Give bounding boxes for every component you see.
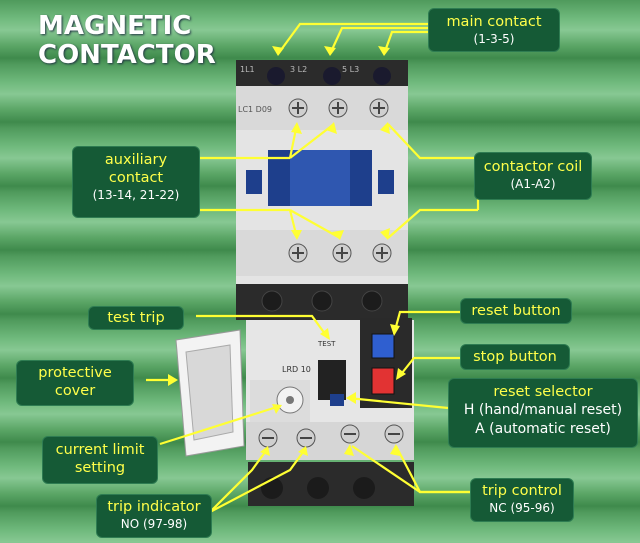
callout-auxiliary-contact: auxiliary contact (13-14, 21-22) (72, 146, 200, 218)
arrowhead (272, 404, 282, 414)
callout-aux-line-2: contact (108, 170, 164, 186)
lower-screw-6t3 (361, 290, 383, 312)
arrowhead (346, 392, 356, 404)
callout-trip-control-detail: NC (95-96) (489, 501, 555, 515)
arrow-reset-selector (347, 396, 449, 410)
arrowhead (291, 122, 302, 134)
arrow-main-contact-1 (277, 22, 430, 55)
callout-current-limit-line-1: current limit (55, 442, 145, 458)
arrowhead (298, 446, 308, 456)
top-screw-3 (373, 67, 391, 85)
callout-contactor-coil: contactor coil (A1-A2) (474, 152, 592, 200)
arrow-coil-top (387, 123, 478, 160)
callout-main-contact-detail: (1-3-5) (473, 32, 515, 46)
arrowhead (272, 46, 284, 56)
relay-reset-button (371, 333, 395, 359)
arrowhead (378, 46, 390, 56)
terminal-label-3l2: 3 L2 (290, 65, 307, 74)
callout-test-trip-label: test trip (107, 310, 165, 326)
arrowhead (344, 444, 354, 456)
callout-trip-control-label: trip control (482, 483, 562, 499)
callout-protective-cover: protective cover (16, 360, 134, 406)
arrow-trip-indicator-1 (209, 447, 269, 513)
callout-reset-selector-line-2: H (hand/manual reset) (463, 402, 623, 418)
relay-stop-button (371, 367, 395, 395)
arrowhead (168, 374, 178, 386)
relay-selector-window (318, 360, 346, 400)
lower-screw-2t1 (261, 290, 283, 312)
arrow-trip-control-2 (395, 445, 470, 494)
relay-test-marking: TEST (317, 340, 336, 348)
callout-test-trip: test trip (88, 306, 184, 330)
callout-trip-indicator-label: trip indicator (107, 499, 201, 515)
protective-cover-inner (185, 344, 234, 441)
brand-marking: LC1 D09 (238, 105, 272, 114)
arrow-test-trip (196, 314, 329, 339)
terminal-label-5l3: 5 L3 (342, 65, 359, 74)
callout-main-contact-label: main contact (446, 14, 542, 30)
arrowhead (320, 328, 330, 340)
arrowhead (326, 122, 337, 134)
arrowheads (168, 46, 406, 456)
callout-stop-button-label: stop button (473, 349, 557, 365)
arrow-trip-indicator-2 (209, 447, 307, 513)
callout-reset-selector-label: reset selector (493, 384, 593, 400)
top-screw-2 (323, 67, 341, 85)
arrowhead (390, 444, 400, 456)
arrowhead (332, 230, 344, 240)
terminal-label-1l1: 1L1 (240, 65, 255, 74)
arrowhead (380, 122, 390, 134)
arrowhead (390, 324, 400, 336)
top-screw-1 (267, 67, 285, 85)
callout-coil-label: contactor coil (483, 159, 583, 175)
callout-cover-line-1: protective (38, 365, 112, 381)
callout-aux-detail: (13-14, 21-22) (92, 188, 180, 202)
lower-screw-4t2 (311, 290, 333, 312)
arrow-coil-bottom (387, 208, 478, 239)
callout-trip-indicator: trip indicator NO (97-98) (96, 494, 212, 538)
callout-trip-control: trip control NC (95-96) (470, 478, 574, 522)
current-dial-center (286, 396, 294, 404)
title-line-1: MAGNETIC (38, 11, 192, 41)
relay-model-marking: LRD 10 (282, 365, 311, 374)
arrowhead (380, 228, 390, 240)
relay-output-4t2 (307, 477, 329, 499)
arrow-aux-bottom-2 (289, 209, 341, 239)
arrow-main-contact-3 (382, 30, 430, 55)
arrowhead (396, 368, 406, 380)
callout-reset-button: reset button (460, 298, 572, 324)
coil-slot-left (246, 170, 262, 194)
callout-coil-detail: (A1-A2) (510, 177, 556, 191)
callout-reset-selector-line-3: A (automatic reset) (475, 421, 611, 437)
callout-current-limit: current limit setting (42, 436, 158, 484)
diagram-title: MAGNETIC CONTACTOR (38, 12, 216, 70)
arrow-main-contact-2 (329, 26, 430, 55)
arrow-current-limit (159, 404, 281, 446)
arrowhead (291, 230, 302, 240)
callout-reset-button-label: reset button (471, 303, 561, 319)
arrowhead (324, 46, 336, 56)
title-line-2: CONTACTOR (38, 40, 216, 70)
callout-main-contact: main contact (1-3-5) (428, 8, 560, 52)
callout-trip-indicator-detail: NO (97-98) (120, 517, 188, 531)
callout-aux-line-1: auxiliary (104, 152, 168, 168)
arrow-stop-button (397, 356, 460, 379)
arrowhead (260, 446, 270, 456)
relay-selector-tab (330, 394, 344, 406)
relay-output-6t3 (353, 477, 375, 499)
callout-stop-button: stop button (460, 344, 570, 370)
callout-cover-line-2: cover (54, 383, 96, 399)
callout-reset-selector: reset selector H (hand/manual reset) A (… (448, 378, 638, 448)
callout-current-limit-line-2: setting (74, 460, 126, 476)
coil-slot-right (378, 170, 394, 194)
coil-armature (290, 150, 350, 206)
